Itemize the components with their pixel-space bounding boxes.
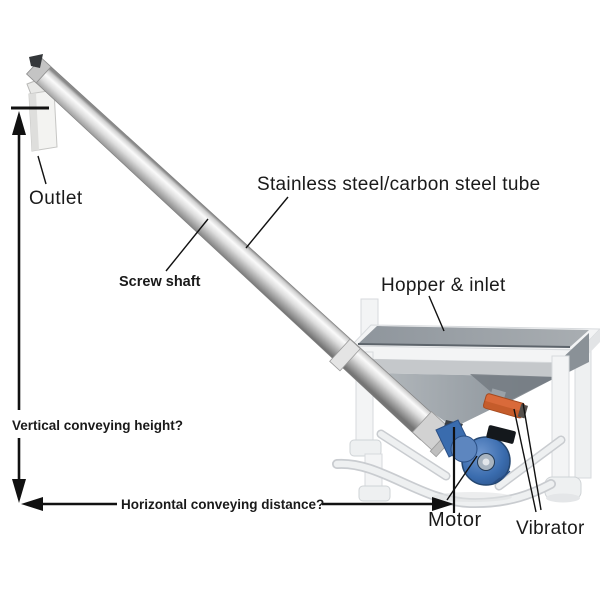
tube-collar <box>329 338 361 372</box>
hopper-top-surface <box>358 326 589 347</box>
horizontal-dimension <box>21 427 456 513</box>
hopper-left-lower-foot <box>358 485 391 502</box>
vibrator-label: Vibrator <box>516 518 585 539</box>
arrowhead-down <box>12 479 26 503</box>
hopper-right-leg <box>551 355 570 483</box>
outlet-leader <box>37 155 47 185</box>
hopper-right-foot-base <box>546 493 580 503</box>
motor-fins <box>491 470 511 485</box>
motor-shaft-center <box>482 458 490 466</box>
motor-shadow <box>432 492 512 502</box>
hopper-cone-fold <box>470 374 557 404</box>
vibrator-leader-1 <box>513 408 537 513</box>
vertical-dimension-label: Vertical conveying height? <box>12 418 183 433</box>
vertical-dimension <box>11 106 49 503</box>
outlet-label: Outlet <box>29 188 83 209</box>
motor <box>435 419 516 486</box>
vibrator-leader-2 <box>522 402 542 511</box>
vibrator-body-shade <box>482 400 524 419</box>
arrowhead-up <box>12 111 26 135</box>
base-brace <box>333 460 555 507</box>
tube-tip-notch <box>29 54 43 68</box>
screw-shaft-label: Screw shaft <box>119 274 201 290</box>
hopper-inner-band <box>372 359 557 377</box>
arrowhead-right <box>432 497 454 511</box>
horizontal-dimension-label: Horizontal conveying distance? <box>121 497 324 512</box>
motor-label: Motor <box>428 509 482 531</box>
brace-left <box>378 431 449 479</box>
tube-label: Stainless steel/carbon steel tube <box>257 174 540 195</box>
hopper-leader <box>428 295 445 332</box>
hopper-top-front-edge <box>357 343 571 348</box>
arrowhead-left <box>21 497 43 511</box>
brace-right <box>496 437 564 489</box>
motor-terminal-box <box>486 425 516 444</box>
tube-leader <box>245 196 289 249</box>
hopper-label: Hopper & inlet <box>381 275 506 296</box>
conveyor-tube <box>26 54 459 458</box>
screw-shaft-leader <box>165 218 209 272</box>
tube-end-cap <box>26 57 52 84</box>
motor-gear-face <box>450 435 478 463</box>
leader-lines <box>37 155 542 513</box>
tube-body <box>26 57 440 441</box>
motor-leader <box>446 455 478 501</box>
